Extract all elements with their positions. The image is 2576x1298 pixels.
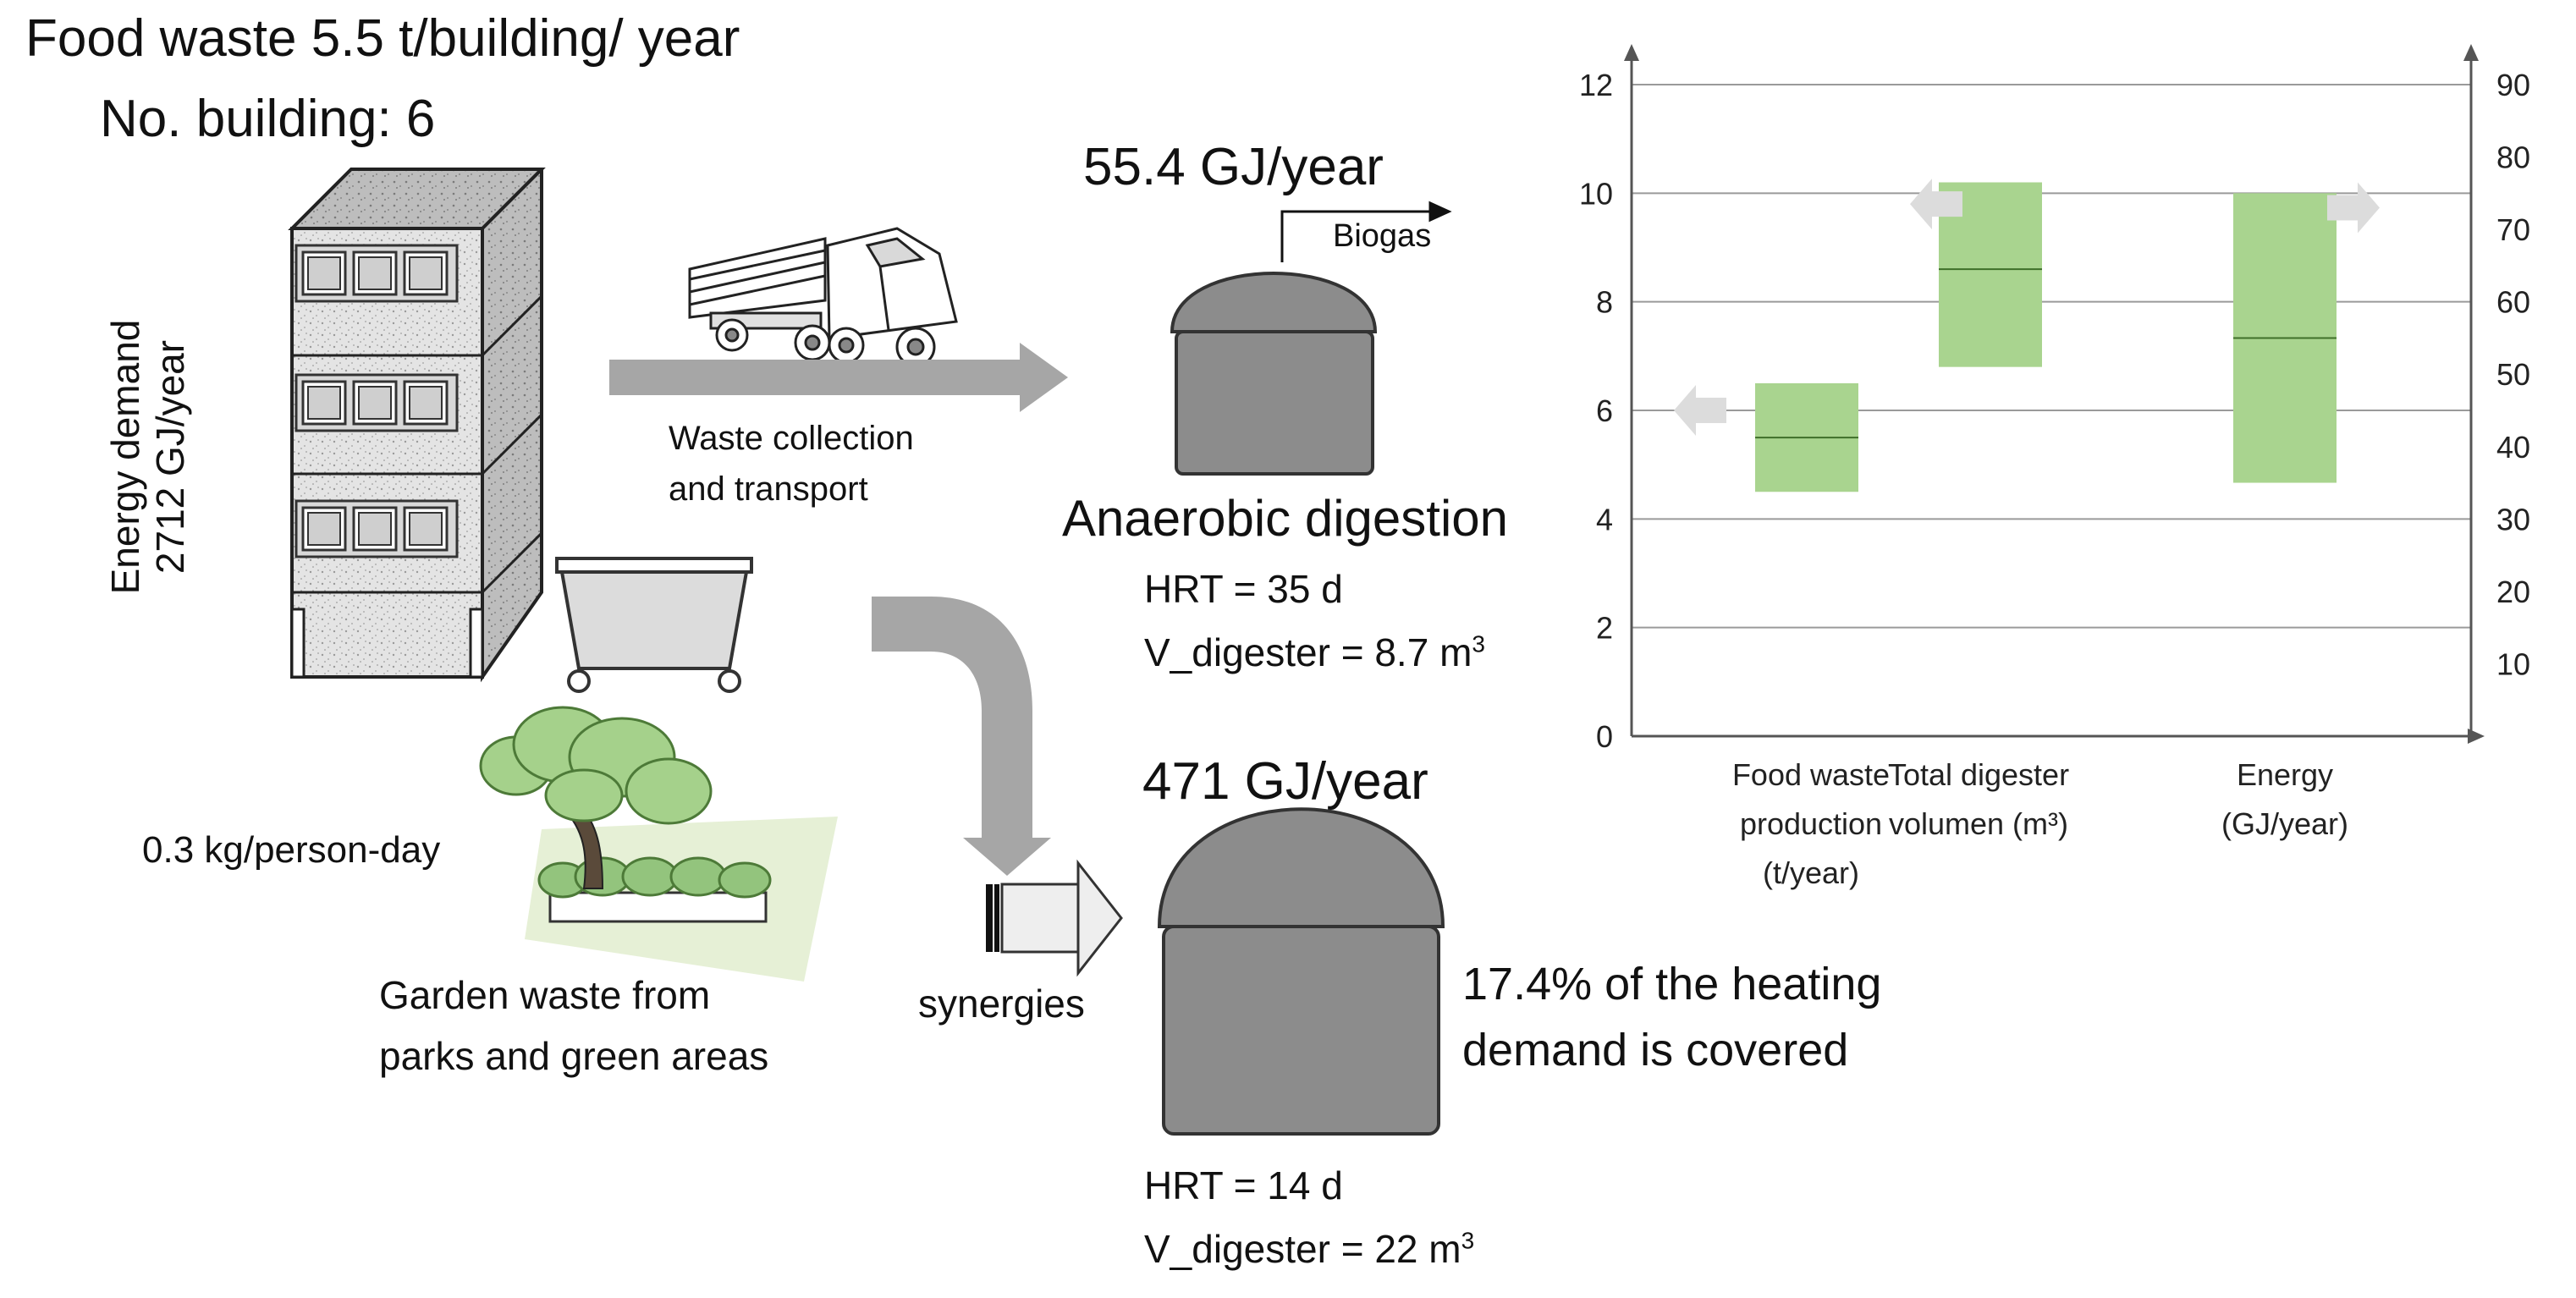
large-volume-text: V_digester = 22 m [1144, 1227, 1461, 1271]
left-axis-arrow-icon [1674, 385, 1726, 436]
left-axis-tick-label: 6 [1596, 393, 1613, 428]
small-volume-text: V_digester = 8.7 m [1144, 630, 1472, 674]
right-axis-tick-label: 80 [2496, 140, 2530, 175]
transport-label-line2: and transport [669, 470, 868, 508]
large-digester-energy: 471 GJ/year [1142, 752, 1428, 811]
left-axis-arrowhead [1624, 44, 1639, 61]
truck-icon [688, 227, 958, 367]
right-axis-tick-label: 40 [2496, 430, 2530, 465]
heating-coverage-line1: 17.4% of the heating [1462, 959, 1882, 1009]
small-digester-volume: V_digester = 8.7 m3 [1144, 630, 1485, 675]
left-axis-tick-label: 0 [1596, 719, 1613, 754]
right-axis-tick-label: 20 [2496, 575, 2530, 609]
garden-waste-line2: parks and green areas [379, 1034, 769, 1078]
transport-label-line1: Waste collection [669, 420, 914, 457]
building-count: No. building: 6 [100, 90, 436, 148]
biogas-label: Biogas [1333, 218, 1432, 254]
left-axis-tick-label: 12 [1579, 68, 1613, 102]
right-axis-tick-label: 90 [2496, 68, 2530, 102]
anaerobic-digestion-title: Anaerobic digestion [1062, 490, 1509, 547]
heating-coverage-line2: demand is covered [1462, 1025, 1849, 1075]
apartment-building-icon [288, 168, 546, 683]
small-digester-icon [1170, 272, 1378, 476]
small-digester-hrt: HRT = 35 d [1144, 567, 1343, 611]
category-label: Energy [2237, 757, 2333, 792]
small-volume-exponent: 3 [1472, 630, 1485, 657]
large-digester-volume: V_digester = 22 m3 [1144, 1227, 1474, 1272]
right-axis-tick-label: 30 [2496, 502, 2530, 536]
large-digester-icon [1157, 807, 1445, 1136]
left-axis-tick-label: 8 [1596, 285, 1613, 320]
right-axis-arrowhead [2463, 44, 2479, 61]
right-axis-tick-label: 70 [2496, 212, 2530, 247]
waste-container-icon [555, 557, 753, 693]
category-label: Total digester [1888, 757, 2069, 792]
right-axis-tick-label: 10 [2496, 646, 2530, 681]
large-digester-hrt: HRT = 14 d [1144, 1163, 1343, 1207]
x-axis-arrowhead [2468, 729, 2485, 744]
left-axis-tick-label: 4 [1596, 502, 1613, 536]
right-axis-tick-label: 50 [2496, 357, 2530, 392]
synergies-label: synergies [918, 982, 1085, 1026]
food-waste-header: Food waste 5.5 t/building/ year [25, 9, 740, 68]
left-axis-tick-label: 10 [1579, 176, 1613, 211]
category-label: production [1740, 806, 1882, 841]
left-axis-arrow-icon [1910, 179, 1962, 230]
collection-arrow [609, 343, 1068, 412]
garden-waste-rate: 0.3 kg/person-day [142, 829, 441, 871]
category-label: (GJ/year) [2221, 806, 2348, 841]
synergy-curved-arrow [872, 597, 1051, 876]
category-label: Food waste [1732, 757, 1890, 792]
garden-tree-icon [479, 706, 838, 982]
right-axis-tick-label: 60 [2496, 285, 2530, 320]
category-label: volumen (m³) [1889, 806, 2068, 841]
left-axis-tick-label: 2 [1596, 611, 1613, 646]
garden-waste-line1: Garden waste from [379, 973, 711, 1017]
category-label: (t/year) [1763, 855, 1859, 890]
biogas-arrow [1280, 201, 1452, 262]
right-axis-arrow-icon [2327, 182, 2380, 234]
large-volume-exponent: 3 [1461, 1227, 1475, 1254]
small-digester-energy: 55.4 GJ/year [1083, 138, 1384, 196]
synergies-arrow [986, 859, 1123, 977]
